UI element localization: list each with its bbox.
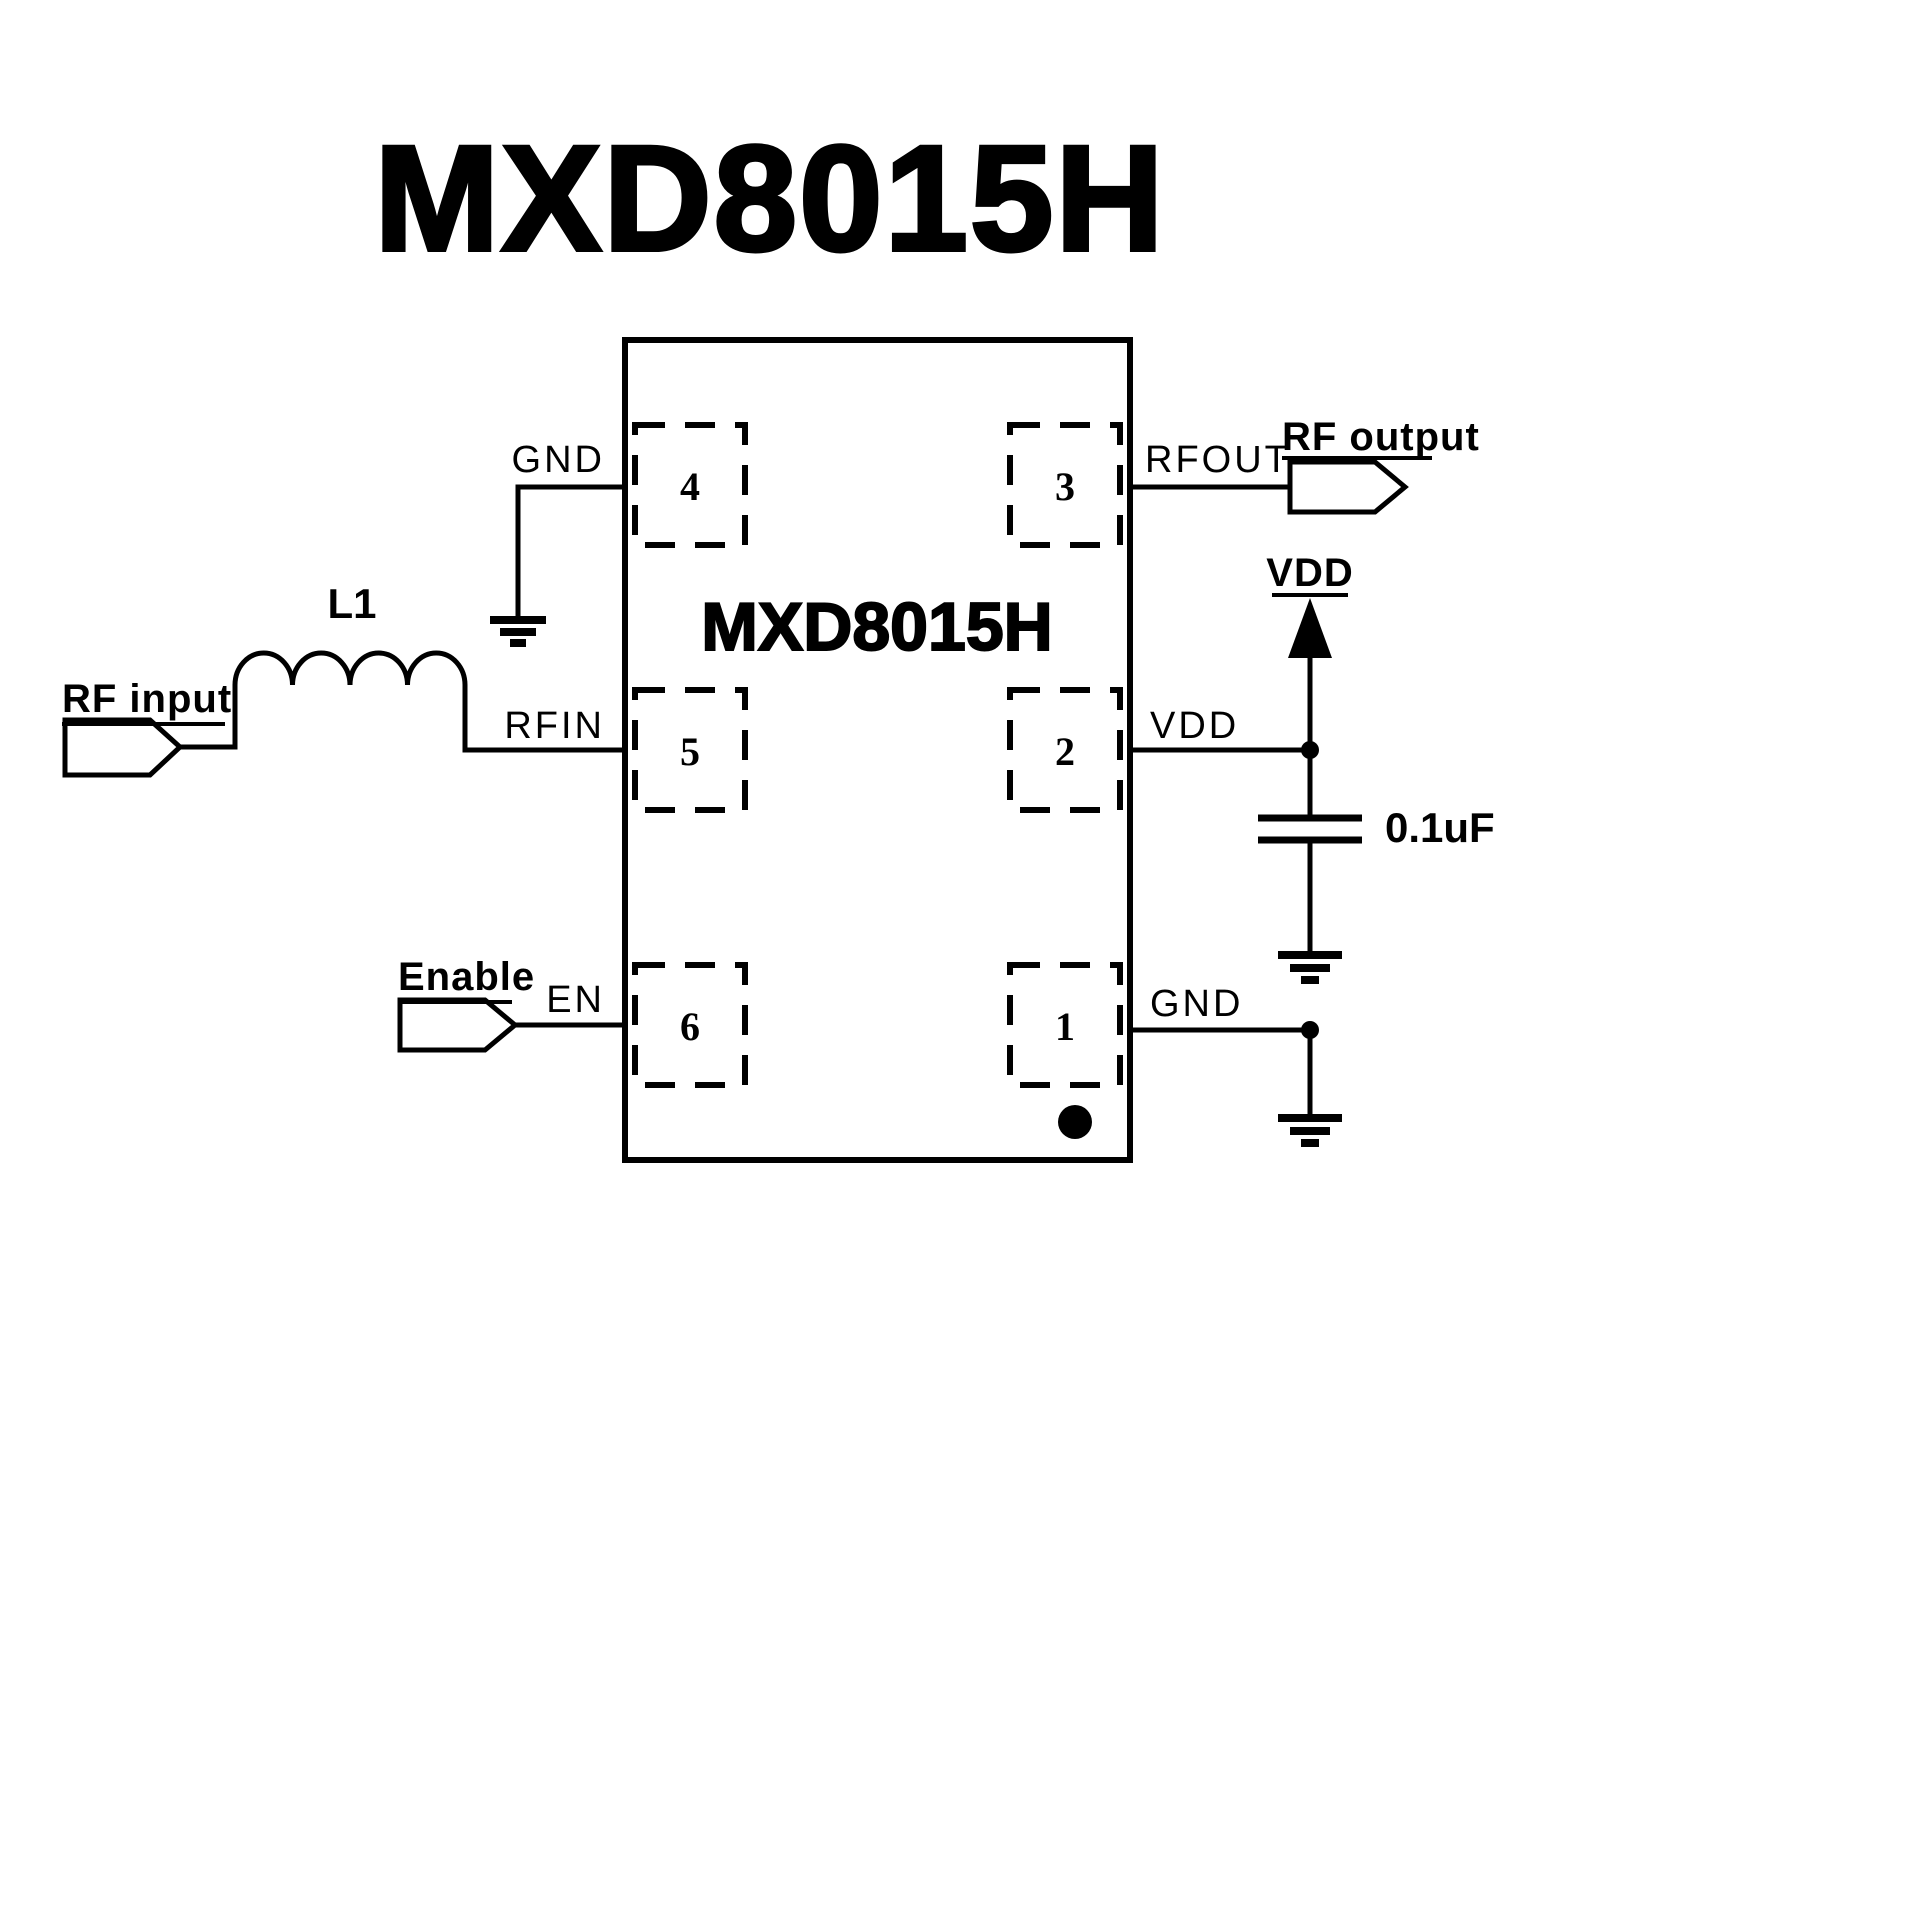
rf-input-connector	[62, 717, 184, 778]
pin-number-4: 4	[680, 464, 700, 509]
pad-pin6: 6	[632, 962, 748, 1088]
enable-label: Enable	[398, 955, 535, 999]
pad-box-1	[1007, 962, 1123, 1088]
pin-label-gnd-right: GND	[1150, 983, 1243, 1025]
pin-number-6: 6	[680, 1004, 700, 1049]
ground-symbol-cap	[1278, 951, 1342, 984]
enable-connector	[397, 997, 519, 1053]
vdd-rail-label: VDD	[1266, 551, 1353, 595]
net-vdd: VDD 0.1uF	[1130, 551, 1495, 984]
pin-label-rfin: RFIN	[504, 705, 605, 747]
pad-box-4	[632, 422, 748, 548]
pin-label-vdd: VDD	[1150, 705, 1239, 747]
ic-part-label: MXD8015H	[701, 589, 1053, 665]
rf-input-label: RF input	[62, 677, 232, 721]
wire-rfinput-to-l1	[180, 685, 238, 750]
pad-box-2	[1007, 687, 1123, 813]
pad-pin4: 4	[632, 422, 748, 548]
net-gnd-pin1	[1130, 1021, 1342, 1147]
pad-box-6	[632, 962, 748, 1088]
pad-pin5: 5	[632, 687, 748, 813]
pad-pin3: 3	[1007, 422, 1123, 548]
net-rf-input: RF input L1	[62, 580, 625, 778]
inductor-l1	[232, 650, 468, 686]
pin-label-rfout: RFOUT	[1145, 439, 1291, 481]
pin-label-gnd-left: GND	[512, 439, 605, 481]
ground-symbol-pin1	[1278, 1114, 1342, 1147]
page-title: MXD8015H	[374, 114, 1165, 282]
net-gnd-pin4	[490, 484, 625, 647]
ic-body	[622, 337, 1133, 1163]
pad-box-5	[632, 687, 748, 813]
net-rf-output: RF output	[1130, 415, 1480, 515]
pin1-indicator-dot	[1058, 1105, 1092, 1139]
ground-symbol-pin4	[490, 616, 546, 647]
wire-pin4-gnd	[515, 484, 625, 618]
rf-output-label: RF output	[1282, 415, 1480, 459]
pad-box-3	[1007, 422, 1123, 548]
wire-l1-to-rfin	[462, 685, 625, 753]
pin-number-1: 1	[1055, 1004, 1075, 1049]
pin-number-2: 2	[1055, 729, 1075, 774]
pin-number-3: 3	[1055, 464, 1075, 509]
inductor-l1-label: L1	[327, 580, 376, 627]
rf-output-connector	[1287, 459, 1409, 515]
pin-label-en: EN	[546, 979, 605, 1021]
vdd-arrow	[1288, 598, 1332, 658]
pin-number-5: 5	[680, 729, 700, 774]
pad-pin2: 2	[1007, 687, 1123, 813]
net-enable: Enable	[397, 955, 625, 1053]
pad-pin1: 1	[1007, 962, 1123, 1088]
capacitor-label: 0.1uF	[1385, 804, 1495, 851]
